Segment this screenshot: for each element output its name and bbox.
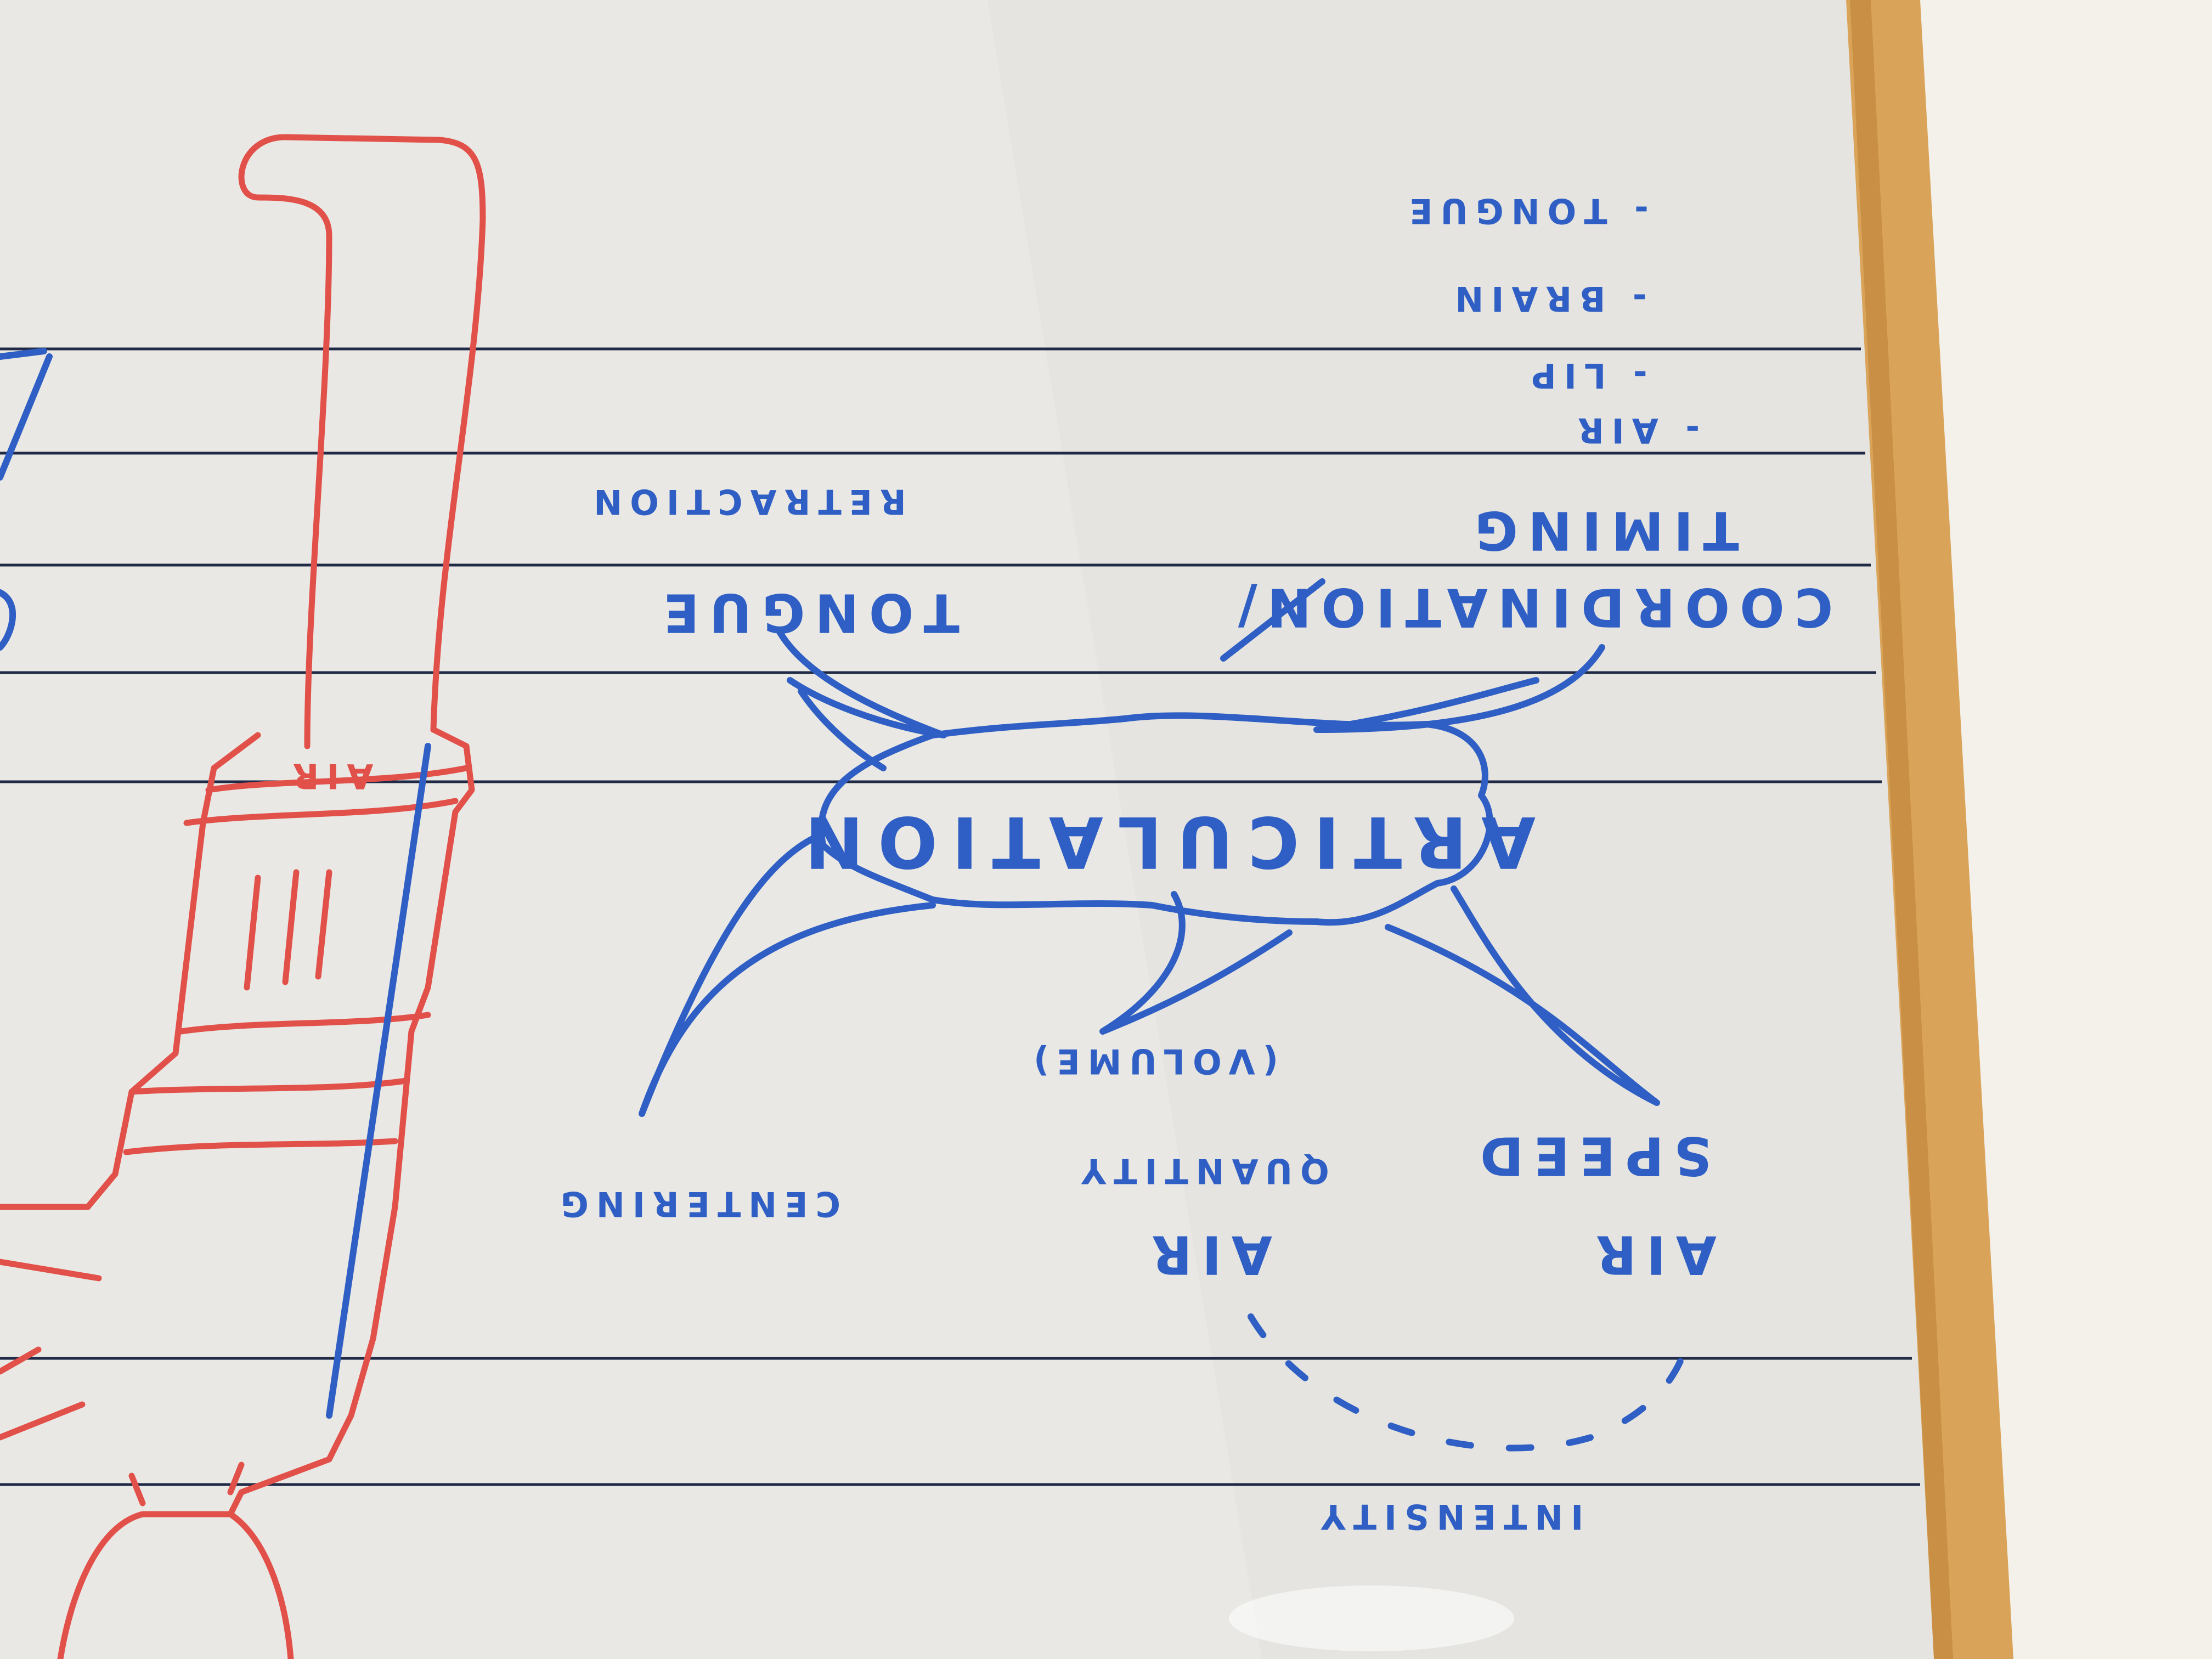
branch-label-volume: (VOLUME) (1026, 1041, 1278, 1081)
branch-label-air-item: - AIR (1570, 410, 1700, 450)
branch-label-air-quantity-air: AIR (1142, 1224, 1272, 1285)
branch-label-lip-item: - LIP (1523, 356, 1647, 396)
branch-label-timing: TIMING (1465, 500, 1739, 561)
branch-label-intensity: INTENSITY (1313, 1497, 1583, 1537)
mindmap-labels: ARTICULATION TONGUE RETRACTION COORDINAT… (285, 191, 1833, 1537)
mindmap-connectors (639, 578, 1660, 1117)
branch-label-air-speed-air: AIR (1586, 1224, 1717, 1285)
branch-label-brain-item: - BRAIN (1447, 279, 1646, 319)
branch-label-tongue-item: - TONGUE (1402, 191, 1649, 231)
blue-diagonal-line (326, 743, 431, 1419)
drawing-label-air: AIR (285, 756, 374, 796)
center-node-label: ARTICULATION (791, 800, 1536, 882)
branch-label-coordination: COORDINATION/ (1228, 577, 1833, 638)
red-instrument-drawing (0, 134, 486, 1659)
branch-label-quantity: QUANTITY (1074, 1151, 1329, 1191)
branch-label-retraction: RETRACTION (586, 482, 906, 522)
branch-label-tongue: TONGUE (653, 582, 960, 644)
light-glare (1229, 1585, 1514, 1651)
branch-label-centering: CENTERING (553, 1184, 840, 1224)
branch-label-speed: SPEED (1470, 1125, 1712, 1187)
